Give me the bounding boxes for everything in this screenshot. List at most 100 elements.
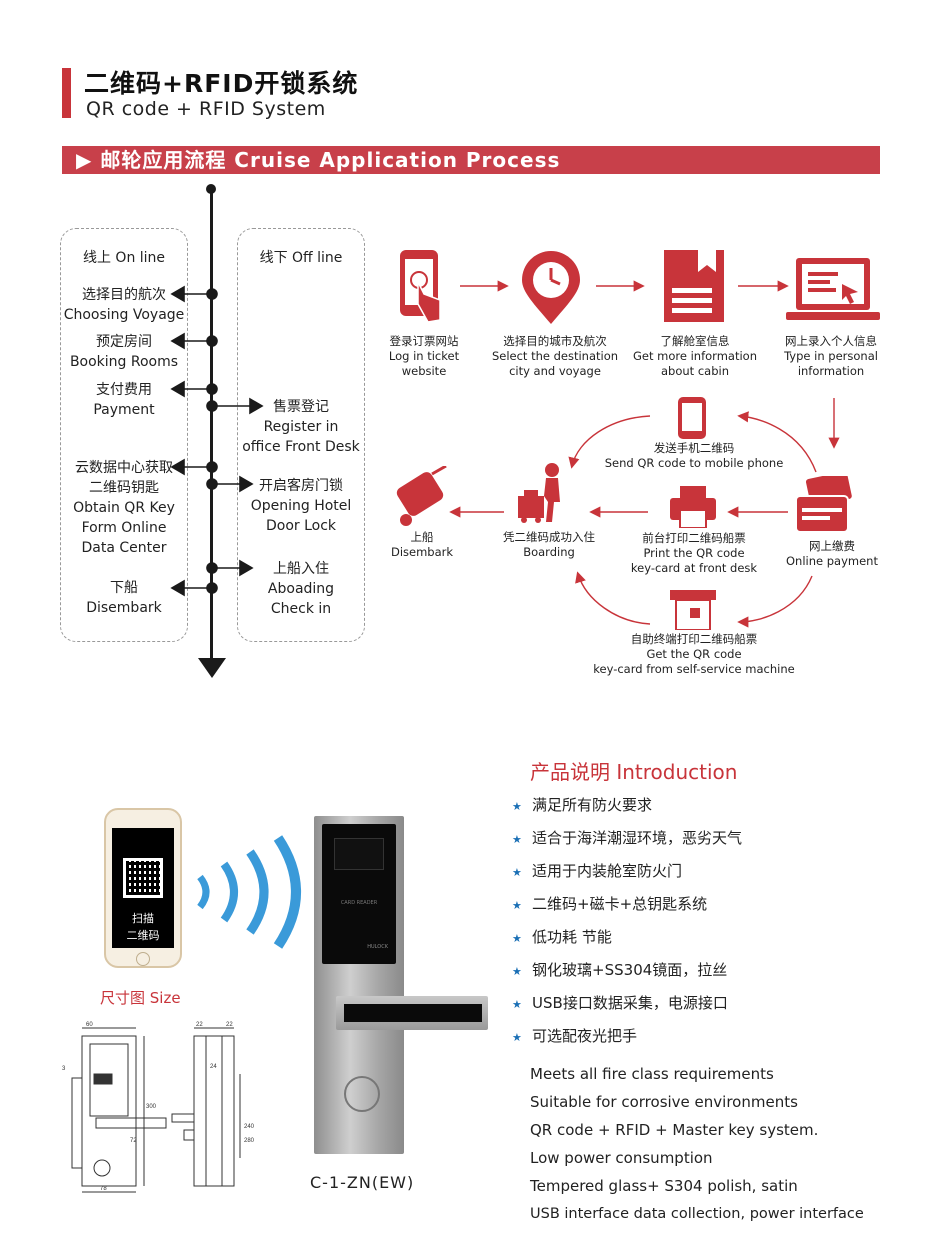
feature-text: 可选配夜光把手: [532, 1027, 638, 1045]
lock-display: [334, 838, 384, 870]
step-en: Obtain QR Key: [73, 500, 175, 516]
step-cn: 上船入住: [273, 561, 329, 577]
flow-en: Select the destination: [491, 349, 619, 363]
step-cn: 下船: [110, 580, 138, 596]
feature-item: ★ 二维码+磁卡+总钥匙系统: [512, 893, 892, 926]
timeline-top-dot-wrap: [201, 184, 221, 194]
dim-22a: 22: [196, 1022, 203, 1028]
flow-en2: about cabin: [661, 364, 729, 378]
self-service-terminal-icon: [670, 590, 716, 630]
flow-step-boarding: 凭二维码成功入住 Boarding: [494, 530, 604, 560]
step-en2: Door Lock: [265, 518, 337, 534]
feature-text: USB接口数据采集，电源接口: [532, 994, 728, 1012]
flow-en2: information: [797, 364, 865, 378]
flow-en2: key-card from self-service machine: [593, 662, 795, 676]
feature-item: ★ 适用于内装舱室防火门: [512, 860, 892, 893]
door-lever-handle[interactable]: [336, 996, 488, 1030]
feature-en-text: Meets all fire class requirements: [530, 1065, 774, 1083]
online-step-disembark: 下船 Disembark: [62, 578, 186, 618]
flow-cn: 上船: [410, 530, 434, 544]
flow-step-send-qr: 发送手机二维码 Send QR code to mobile phone: [594, 441, 794, 471]
phone-scan-text: 扫描 二维码: [112, 910, 174, 944]
flow-en2: website: [401, 364, 447, 378]
timeline-top-dot: [206, 184, 216, 194]
online-header: 线上 On line: [82, 250, 166, 266]
step-cn: 开启客房门锁: [259, 478, 343, 494]
dim-24: 24: [210, 1064, 217, 1070]
flow-step-disembark: 上船 Disembark: [380, 530, 464, 560]
door-lock-body: CARD READER HULOCK: [314, 816, 404, 1154]
step-cn: 支付费用: [96, 382, 152, 398]
dim-240: 240: [244, 1124, 255, 1130]
star-icon: ★: [512, 965, 522, 978]
online-step-rooms: 预定房间 Booking Rooms: [62, 332, 186, 372]
lock-glass-panel: CARD READER HULOCK: [322, 824, 396, 964]
section-banner: ▶ 邮轮应用流程 Cruise Application Process: [62, 146, 880, 174]
dim-280: 280: [244, 1138, 255, 1144]
step-en: Register in: [263, 419, 339, 435]
boarding-person-icon: [518, 463, 560, 523]
intro-title: 产品说明 Introduction: [530, 760, 738, 784]
step-en: Opening Hotel: [250, 498, 352, 514]
step-en: Booking Rooms: [69, 354, 179, 370]
dim-72: 72: [130, 1138, 137, 1144]
offline-step-open-lock: 开启客房门锁 Opening Hotel Door Lock: [239, 476, 363, 536]
step-en2: Form Online: [81, 520, 167, 536]
location-clock-icon: [522, 251, 580, 324]
star-icon: ★: [512, 899, 522, 912]
flow-step-destination: 选择目的城市及航次 Select the destination city an…: [488, 334, 622, 379]
flow-diagram: [449, 280, 840, 628]
flow-en: Type in personal: [784, 349, 878, 363]
feature-en-text: Low power consumption: [530, 1149, 713, 1167]
flow-en: Get the QR code: [646, 647, 742, 661]
signal-waves-icon: [197, 835, 301, 949]
feature-en-text: USB interface data collection, power int…: [530, 1206, 864, 1222]
feature-text: 钢化玻璃+SS304镜面，拉丝: [532, 961, 728, 979]
timeline-connectors: [170, 285, 264, 597]
step-en: Disembark: [86, 600, 162, 616]
keyhole-cylinder: [344, 1076, 380, 1112]
flow-cn: 选择目的城市及航次: [503, 334, 607, 348]
feature-item: ★ 低功耗 节能: [512, 926, 892, 959]
feature-text: 二维码+磁卡+总钥匙系统: [532, 895, 708, 913]
lever-glass-strip: [344, 1004, 482, 1022]
flow-en: Log in ticket: [388, 349, 460, 363]
title-accent-bar: [62, 68, 71, 118]
dim-60: 60: [86, 1022, 93, 1028]
step-cn: 选择目的航次: [82, 287, 166, 303]
feature-en-text: Suitable for corrosive environments: [530, 1093, 798, 1111]
features-en-list: Meets all fire class requirements Suitab…: [530, 1060, 940, 1228]
feature-en-text: QR code + RFID + Master key system.: [530, 1121, 819, 1139]
step-en: Aboading: [267, 581, 335, 597]
online-box: [60, 228, 188, 642]
home-button: [136, 952, 150, 966]
flow-en2: key-card at front desk: [630, 561, 758, 575]
smartphone: 扫描 二维码: [104, 808, 182, 968]
step-en2: office Front Desk: [242, 439, 360, 455]
mobile-phone-icon: [678, 397, 706, 439]
dim-300: 300: [146, 1104, 157, 1110]
feature-text: 满足所有防火要求: [532, 796, 653, 814]
flow-cn: 自助终端打印二维码船票: [630, 632, 758, 646]
flow-cn: 前台打印二维码船票: [642, 531, 746, 545]
qr-code-icon: [123, 858, 163, 898]
feature-item: ★ 满足所有防火要求: [512, 794, 892, 827]
luggage-icon: [396, 466, 447, 526]
dim-78: 78: [100, 1186, 107, 1192]
star-icon: ★: [512, 998, 522, 1011]
model-number: C-1-ZN(EW): [310, 1173, 415, 1192]
feature-item: ★ 适合于海洋潮湿环境，恶劣天气: [512, 827, 892, 860]
online-step-qr-key: 云数据中心获取 二维码钥匙 Obtain QR Key Form Online …: [62, 458, 186, 558]
feature-text: 适合于海洋潮湿环境，恶劣天气: [532, 829, 743, 847]
cabin-document-icon: [664, 250, 724, 322]
online-step-payment: 支付费用 Payment: [62, 380, 186, 420]
feature-item: ★ 可选配夜光把手: [512, 1025, 892, 1058]
feature-item: ★ 钢化玻璃+SS304镜面，拉丝: [512, 959, 892, 992]
dim-22b: 22: [226, 1022, 233, 1028]
flow-cn: 网上录入个人信息: [785, 334, 877, 348]
flow-en: Print the QR code: [643, 546, 745, 560]
offline-box: [237, 228, 365, 642]
size-drawing: 60 22 22 3 300 72 78 24 240 280: [62, 1022, 255, 1193]
phone-touch-icon: [400, 250, 441, 323]
step-cn: 售票登记: [273, 399, 329, 415]
